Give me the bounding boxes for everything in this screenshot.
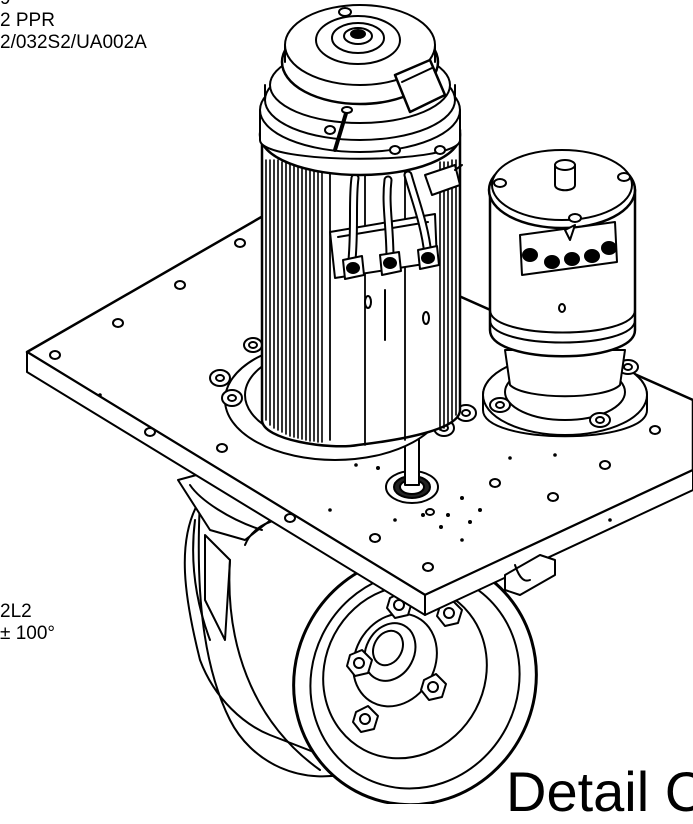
detail-view-title: Detail C <box>506 760 693 823</box>
cable-gland <box>379 251 402 276</box>
plate-hole <box>369 533 381 543</box>
plate-hole <box>174 280 186 290</box>
wheel-nut <box>352 705 379 733</box>
plate-hole <box>599 460 611 470</box>
flange-bolt <box>221 389 243 407</box>
flange-bolt <box>589 412 611 428</box>
drive-unit-drawing <box>25 4 693 804</box>
top-callout-line-2: 2 PPR <box>0 10 55 31</box>
terminal-nut <box>564 252 580 266</box>
plate-hole <box>284 513 296 523</box>
plate-hole <box>547 492 559 502</box>
flange-bolt <box>243 337 263 353</box>
top-callout-line-1: 9 <box>0 0 147 10</box>
plate-hole <box>649 425 661 435</box>
plate-hole <box>422 562 434 572</box>
traction-motor <box>209 4 477 461</box>
bottom-callout-line-1: 2L2 <box>0 601 32 622</box>
cable-gland <box>342 255 365 280</box>
plate-hole <box>112 318 124 328</box>
terminal-nut <box>601 241 617 255</box>
terminal-nut <box>584 249 600 263</box>
plate-hole <box>489 478 501 488</box>
top-spec-callout: 9 2 PPR 2/032S2/UA002A <box>0 0 147 54</box>
wheel-nut <box>420 673 447 701</box>
plate-hole <box>234 238 246 248</box>
top-callout-line-3: 2/032S2/UA002A <box>0 32 147 53</box>
terminal-nut <box>522 248 538 262</box>
cable-gland <box>417 245 440 270</box>
bottom-callout-line-2: ± 100° <box>0 623 56 644</box>
flange-bolt <box>209 369 231 387</box>
plate-hole <box>216 443 228 453</box>
plate-hole <box>49 350 61 360</box>
flange-bolt <box>489 397 511 413</box>
plate-hole <box>144 427 156 437</box>
steering-shaft <box>385 425 439 504</box>
steering-motor <box>482 149 648 438</box>
wheel-nut <box>346 649 373 677</box>
terminal-nut <box>544 255 560 269</box>
bottom-spec-callout: 2L2 ± 100° <box>0 601 55 645</box>
drive-wheel <box>177 469 538 804</box>
